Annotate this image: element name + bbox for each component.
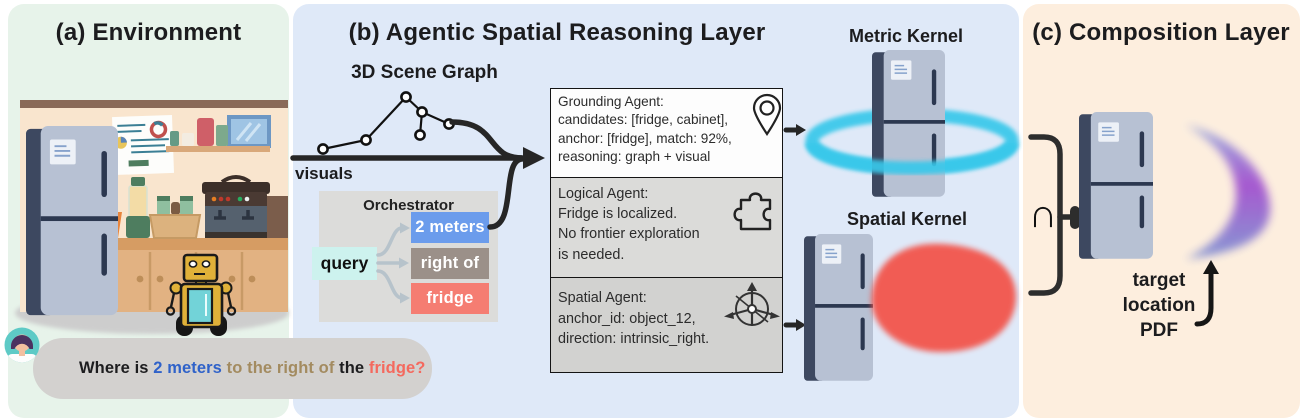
token-anchor: fridge: [411, 283, 489, 314]
panel-a-title: (a) Environment: [55, 19, 242, 46]
user-avatar: [4, 327, 40, 363]
intersection-symbol: ∩: [1028, 192, 1058, 236]
spatial-agent-line: anchor_id: object_12,: [558, 310, 696, 327]
logical-agent-title: Logical Agent:: [558, 185, 649, 202]
agents-box: Grounding Agent: candidates: [fridge, ca…: [550, 88, 783, 373]
token-relation: right of: [411, 248, 489, 279]
spatial-agent-title: Spatial Agent:: [558, 290, 647, 307]
user-question-text: Where is 2 meters to the right of the fr…: [79, 359, 426, 377]
grounding-agent-line: anchor: [fridge], match: 92%,: [558, 130, 732, 146]
panel-b-title: (b) Agentic Spatial Reasoning Layer: [348, 19, 766, 46]
logical-agent-section: Logical Agent: Fridge is localized. No f…: [551, 176, 782, 278]
grounding-agent-section: Grounding Agent: candidates: [fridge, ca…: [551, 89, 782, 177]
query-chip: query: [312, 247, 377, 280]
orchestrator-title: Orchestrator: [363, 197, 454, 214]
spatial-agent-line: direction: intrinsic_right.: [558, 331, 710, 348]
logical-agent-line: Fridge is localized.: [558, 206, 678, 223]
logical-agent-line: is needed.: [558, 246, 625, 263]
token-distance: 2 meters: [411, 212, 489, 243]
visuals-label: visuals: [295, 164, 353, 183]
scene-graph-label: 3D Scene Graph: [351, 62, 498, 83]
target-location-pdf-label: target location PDF: [1122, 270, 1196, 341]
logical-agent-line: No frontier exploration: [558, 226, 700, 243]
grounding-agent-title: Grounding Agent:: [558, 94, 664, 109]
panel-c-title: (c) Composition Layer: [1032, 19, 1290, 46]
grounding-agent-line: candidates: [fridge, cabinet],: [558, 112, 729, 128]
spatial-agent-section: Spatial Agent: anchor_id: object_12, dir…: [551, 277, 782, 372]
user-question-bubble: Where is 2 meters to the right of the fr…: [33, 338, 432, 399]
grounding-agent-line: reasoning: graph + visual: [558, 149, 711, 165]
spatial-kernel-label: Spatial Kernel: [846, 209, 968, 229]
metric-kernel-label: Metric Kernel: [848, 26, 964, 46]
